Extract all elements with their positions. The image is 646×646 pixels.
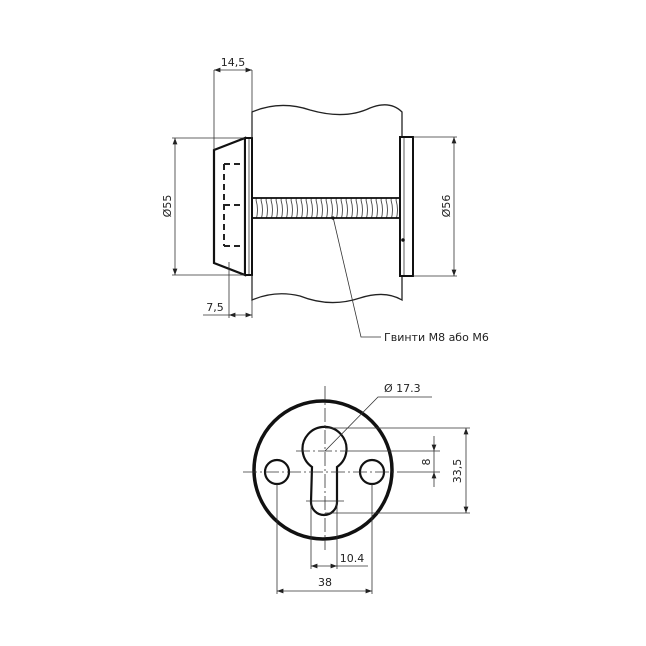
screw-callout: Гвинти М8 або М6 (384, 331, 489, 344)
front-view: Ø 17.3 8 33,5 10.4 38 (243, 382, 470, 594)
keyhole (301, 425, 348, 517)
dim-keyhole-height: 33,5 (451, 459, 464, 484)
screw-leader (332, 216, 381, 338)
dim-keyhole-diameter: Ø 17.3 (384, 382, 421, 395)
dim-left-diameter: Ø55 (161, 195, 174, 218)
dim-right-diameter: Ø56 (440, 195, 453, 218)
right-plate (399, 136, 414, 277)
door-section (251, 104, 403, 304)
keyhole-leader (324, 396, 432, 452)
dim-offset: 8 (420, 459, 433, 466)
rosette-outline (252, 399, 394, 541)
left-plate (244, 137, 253, 276)
dim-hole-spacing: 38 (318, 576, 332, 589)
side-view: 14,5 Ø55 Ø56 7,5 Гвинти М8 або М6 (161, 56, 489, 344)
left-rosette (212, 136, 247, 277)
dim-total-thickness: 14,5 (221, 56, 246, 69)
dim-rosette-depth: 7,5 (206, 301, 224, 314)
dim-slot-width: 10.4 (340, 552, 365, 565)
screw (251, 197, 401, 219)
hidden-insert-lines (223, 163, 240, 247)
